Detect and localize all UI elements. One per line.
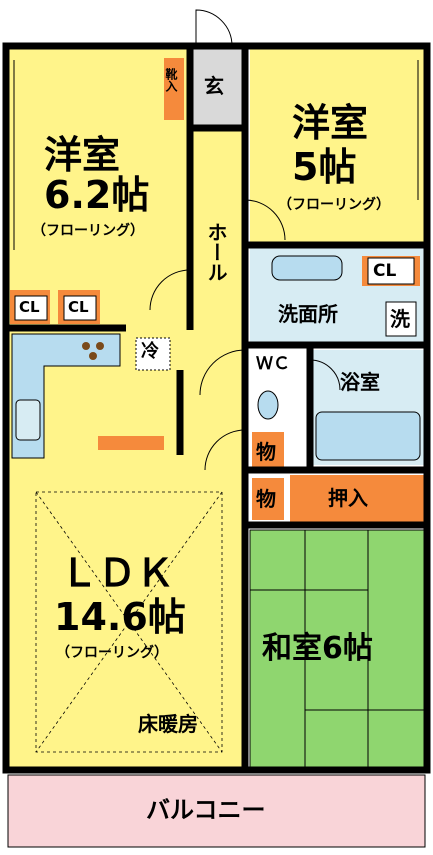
floor-heating-label: 床暖房 [138,712,198,736]
toilet-area [250,350,310,430]
fridge-label: 冷 [141,341,159,362]
ldk-area [8,328,244,768]
washroom-label: 洗面所 [278,302,338,326]
closet-label-2: CL [68,298,89,316]
ldk-name: ＬＤＫ [60,551,175,595]
storage-block-1 [252,432,284,472]
shoe-box-label: 靴入 [164,68,178,92]
counter-bar [98,436,164,450]
bedroom-west-name: 洋室 [44,133,121,177]
storage-label-2: 物 [256,487,276,511]
washitsu-area [250,530,425,768]
bedroom-east-floor: （フローリング） [278,197,390,213]
hall-label: ホール [204,222,228,282]
bedroom-west-floor: （フローリング） [32,223,144,239]
closet-label-1: CL [19,298,40,316]
ldk-size: 14.6帖 [54,595,186,639]
oshiire-label: 押入 [328,486,368,510]
ldk-floor: （フローリング） [56,645,168,661]
bedroom-west-size: 6.2帖 [44,173,150,217]
bathroom-label: 浴室 [340,370,380,394]
entrance-area [190,48,242,128]
balcony-label: バルコニー [146,796,266,824]
fridge-space [135,337,171,371]
balcony-area [7,774,426,848]
washer-label: 洗 [390,307,410,331]
shoe-box-block [164,58,184,120]
bedroom-east-size: 5帖 [292,145,357,189]
storage-label-1: 物 [256,440,276,464]
bedroom-west-area [8,48,190,328]
entrance-label: 玄 [204,74,224,98]
toilet-label: ＷＣ [256,354,290,374]
closet-label-3: CL [373,261,397,281]
washitsu-label: 和室6帖 [262,631,373,666]
bedroom-east-area [250,48,425,243]
bedroom-east-name: 洋室 [292,101,369,145]
storage-block-2 [252,478,284,520]
